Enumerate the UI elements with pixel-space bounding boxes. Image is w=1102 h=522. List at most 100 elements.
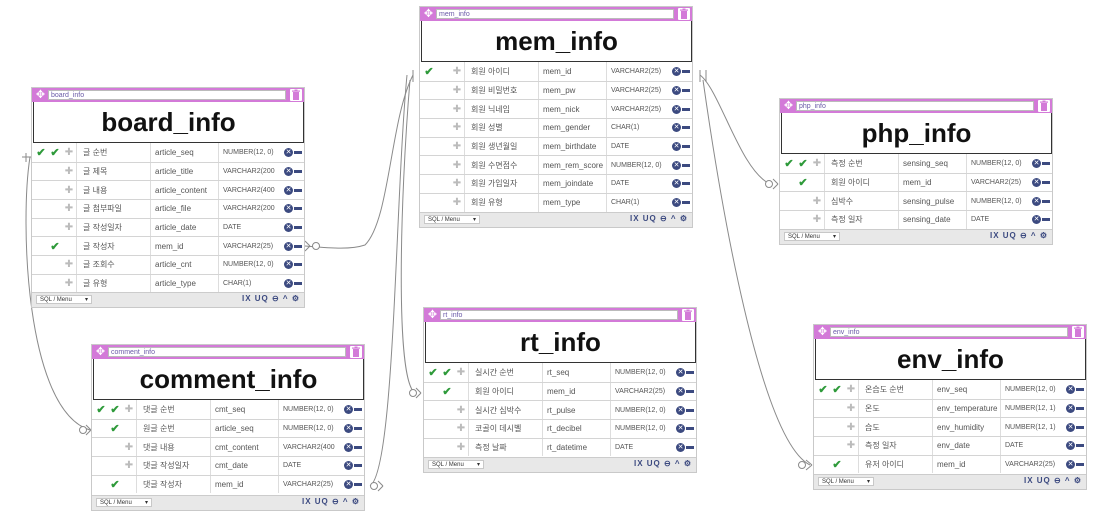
move-icon[interactable]: ✥ [95,345,106,358]
nn-checkbox[interactable]: ✔ [50,240,60,253]
data-type[interactable]: NUMBER(12, 0) [278,400,342,419]
nn-checkbox[interactable] [48,219,62,237]
logical-name[interactable]: 회원 수면점수 [464,156,538,175]
nn-checkbox[interactable] [440,420,454,438]
remove-column-icon[interactable]: ✕ [344,461,353,471]
remove-column-icon[interactable]: ✕ [1032,215,1041,225]
sql-menu-dropdown[interactable]: SQL / Menu▾ [424,215,480,224]
add-icon[interactable]: ✚ [456,423,466,435]
physical-name[interactable]: article_cnt [150,256,218,274]
remove-column-icon[interactable]: ✕ [284,204,293,214]
column-option-icon[interactable] [1076,407,1084,411]
physical-name[interactable]: article_seq [210,419,278,438]
pk-checkbox[interactable] [782,211,796,229]
physical-name[interactable]: mem_joindate [538,175,606,193]
remove-column-icon[interactable]: ✕ [672,66,681,76]
logical-name[interactable]: 회원 닉네임 [464,100,538,119]
data-type[interactable]: NUMBER(12, 0) [966,154,1030,173]
table-titlebar[interactable]: ✥board_info [32,88,304,102]
pk-checkbox[interactable] [422,100,436,118]
physical-name[interactable]: sensing_date [898,211,966,229]
physical-name[interactable]: rt_seq [542,363,610,382]
logical-name[interactable]: 측정 일자 [824,211,898,229]
data-type[interactable]: VARCHAR2(25) [610,382,674,401]
physical-name[interactable]: article_content [150,181,218,200]
physical-name[interactable]: article_file [150,200,218,218]
physical-name[interactable]: env_date [932,437,1000,455]
logical-name[interactable]: 회원 아이디 [468,382,542,401]
logical-name[interactable]: 댓글 순번 [136,400,210,419]
logical-name[interactable]: 원글 순번 [136,419,210,438]
nn-checkbox[interactable]: ✔ [110,403,120,416]
logical-name[interactable]: 코골이 데시벨 [468,420,542,438]
add-icon[interactable]: ✚ [812,195,822,207]
physical-name[interactable]: rt_datetime [542,438,610,457]
column-option-icon[interactable] [354,407,362,411]
physical-name[interactable]: rt_decibel [542,420,610,438]
logical-name[interactable]: 온도 [858,399,932,418]
pk-checkbox[interactable] [94,457,108,475]
data-type[interactable]: DATE [610,438,674,457]
trash-icon[interactable] [290,89,302,101]
data-type[interactable]: VARCHAR2(25) [606,100,670,119]
nn-checkbox[interactable]: ✔ [798,177,808,190]
logical-name[interactable]: 측정 순번 [824,154,898,173]
logical-name[interactable]: 글 작성일자 [76,218,150,237]
add-icon[interactable]: ✚ [64,166,74,178]
data-type[interactable]: VARCHAR2(400 [218,181,282,200]
pk-checkbox[interactable] [426,420,440,438]
pk-checkbox[interactable] [34,219,48,237]
remove-column-icon[interactable]: ✕ [672,86,681,96]
remove-column-icon[interactable]: ✕ [672,198,681,208]
nn-checkbox[interactable] [48,256,62,274]
table-tools[interactable]: IX UQ ⊖ ^ ⚙ [630,214,688,223]
add-icon[interactable] [122,476,136,494]
table-name-input[interactable]: rt_info [440,310,678,320]
physical-name[interactable]: mem_id [538,62,606,81]
table-titlebar[interactable]: ✥env_info [814,325,1086,339]
physical-name[interactable]: mem_gender [538,119,606,137]
add-icon[interactable]: ✚ [812,214,822,226]
physical-name[interactable]: env_temperature [932,399,1000,418]
physical-name[interactable]: mem_rem_score [538,156,606,175]
logical-name[interactable]: 실시간 순번 [468,363,542,382]
physical-name[interactable]: mem_id [210,475,278,494]
table-titlebar[interactable]: ✥rt_info [424,308,696,322]
table-name-input[interactable]: comment_info [108,347,346,357]
pk-checkbox[interactable]: ✔ [784,157,794,170]
pk-checkbox[interactable] [782,174,796,192]
nn-checkbox[interactable]: ✔ [798,157,808,170]
column-option-icon[interactable] [682,89,690,93]
physical-name[interactable]: mem_pw [538,81,606,100]
nn-checkbox[interactable]: ✔ [442,366,452,379]
remove-column-icon[interactable]: ✕ [344,424,353,434]
pk-checkbox[interactable] [94,420,108,438]
physical-name[interactable]: mem_id [150,237,218,256]
move-icon[interactable]: ✥ [817,325,828,338]
nn-checkbox[interactable] [48,181,62,199]
logical-name[interactable]: 유저 아이디 [858,455,932,474]
remove-column-icon[interactable]: ✕ [1066,460,1075,470]
nn-checkbox[interactable] [436,194,450,212]
column-option-icon[interactable] [686,370,694,374]
pk-checkbox[interactable]: ✔ [36,146,46,159]
add-icon[interactable]: ✚ [456,442,466,454]
data-type[interactable]: NUMBER(12, 0) [610,401,674,420]
nn-checkbox[interactable] [436,82,450,100]
pk-checkbox[interactable] [34,256,48,274]
pk-checkbox[interactable]: ✔ [96,403,106,416]
